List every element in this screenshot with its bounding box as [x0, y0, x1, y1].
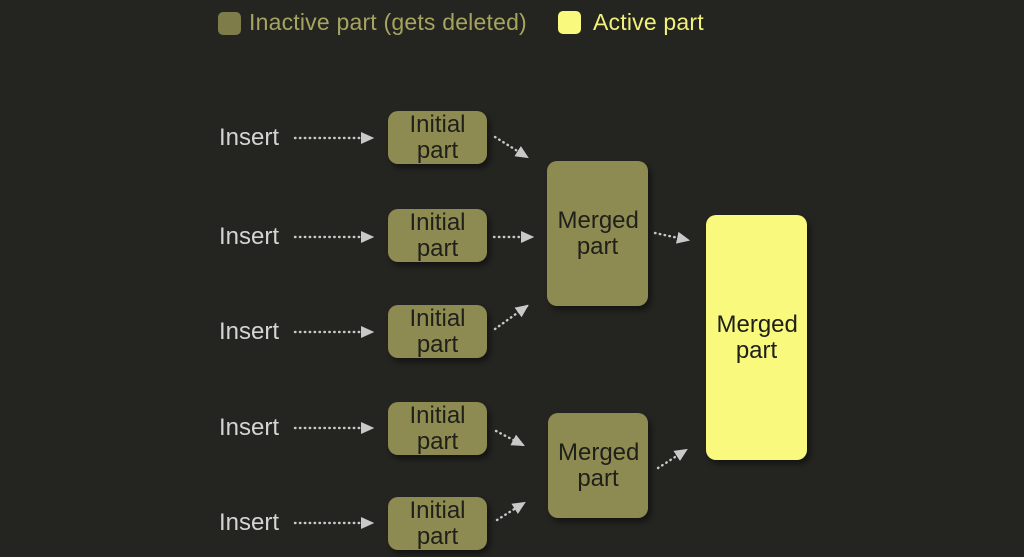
active-part-swatch-icon — [558, 11, 581, 34]
insert-label: Insert — [219, 509, 280, 536]
merged-part-label: Merged part — [558, 438, 640, 492]
initial-part-box: Initial part — [388, 402, 487, 455]
insert-label: Insert — [219, 414, 280, 441]
insert-label: Insert — [219, 124, 280, 151]
legend-inactive-label: Inactive part (gets deleted) — [249, 9, 527, 35]
legend-active-label: Active part — [593, 9, 704, 35]
initial-part-label: Initial part — [409, 208, 466, 262]
initial-part-box: Initial part — [388, 209, 487, 262]
merged-part-box-final-active: Merged part — [706, 215, 807, 460]
initial-part-box: Initial part — [388, 305, 487, 358]
initial-part-label: Initial part — [409, 110, 466, 164]
initial-part-box: Initial part — [388, 497, 487, 550]
inactive-part-swatch-icon — [218, 12, 241, 35]
initial-part-label: Initial part — [409, 401, 466, 455]
merged-part-label: Merged part — [557, 206, 639, 260]
initial-part-label: Initial part — [409, 496, 466, 550]
merged-part-label: Merged part — [716, 310, 798, 364]
merged-part-box-bottom: Merged part — [548, 413, 648, 518]
merged-part-box-top: Merged part — [547, 161, 648, 306]
initial-part-label: Initial part — [409, 304, 466, 358]
insert-label: Insert — [219, 223, 280, 250]
insert-label: Insert — [219, 318, 280, 345]
initial-part-box: Initial part — [388, 111, 487, 164]
